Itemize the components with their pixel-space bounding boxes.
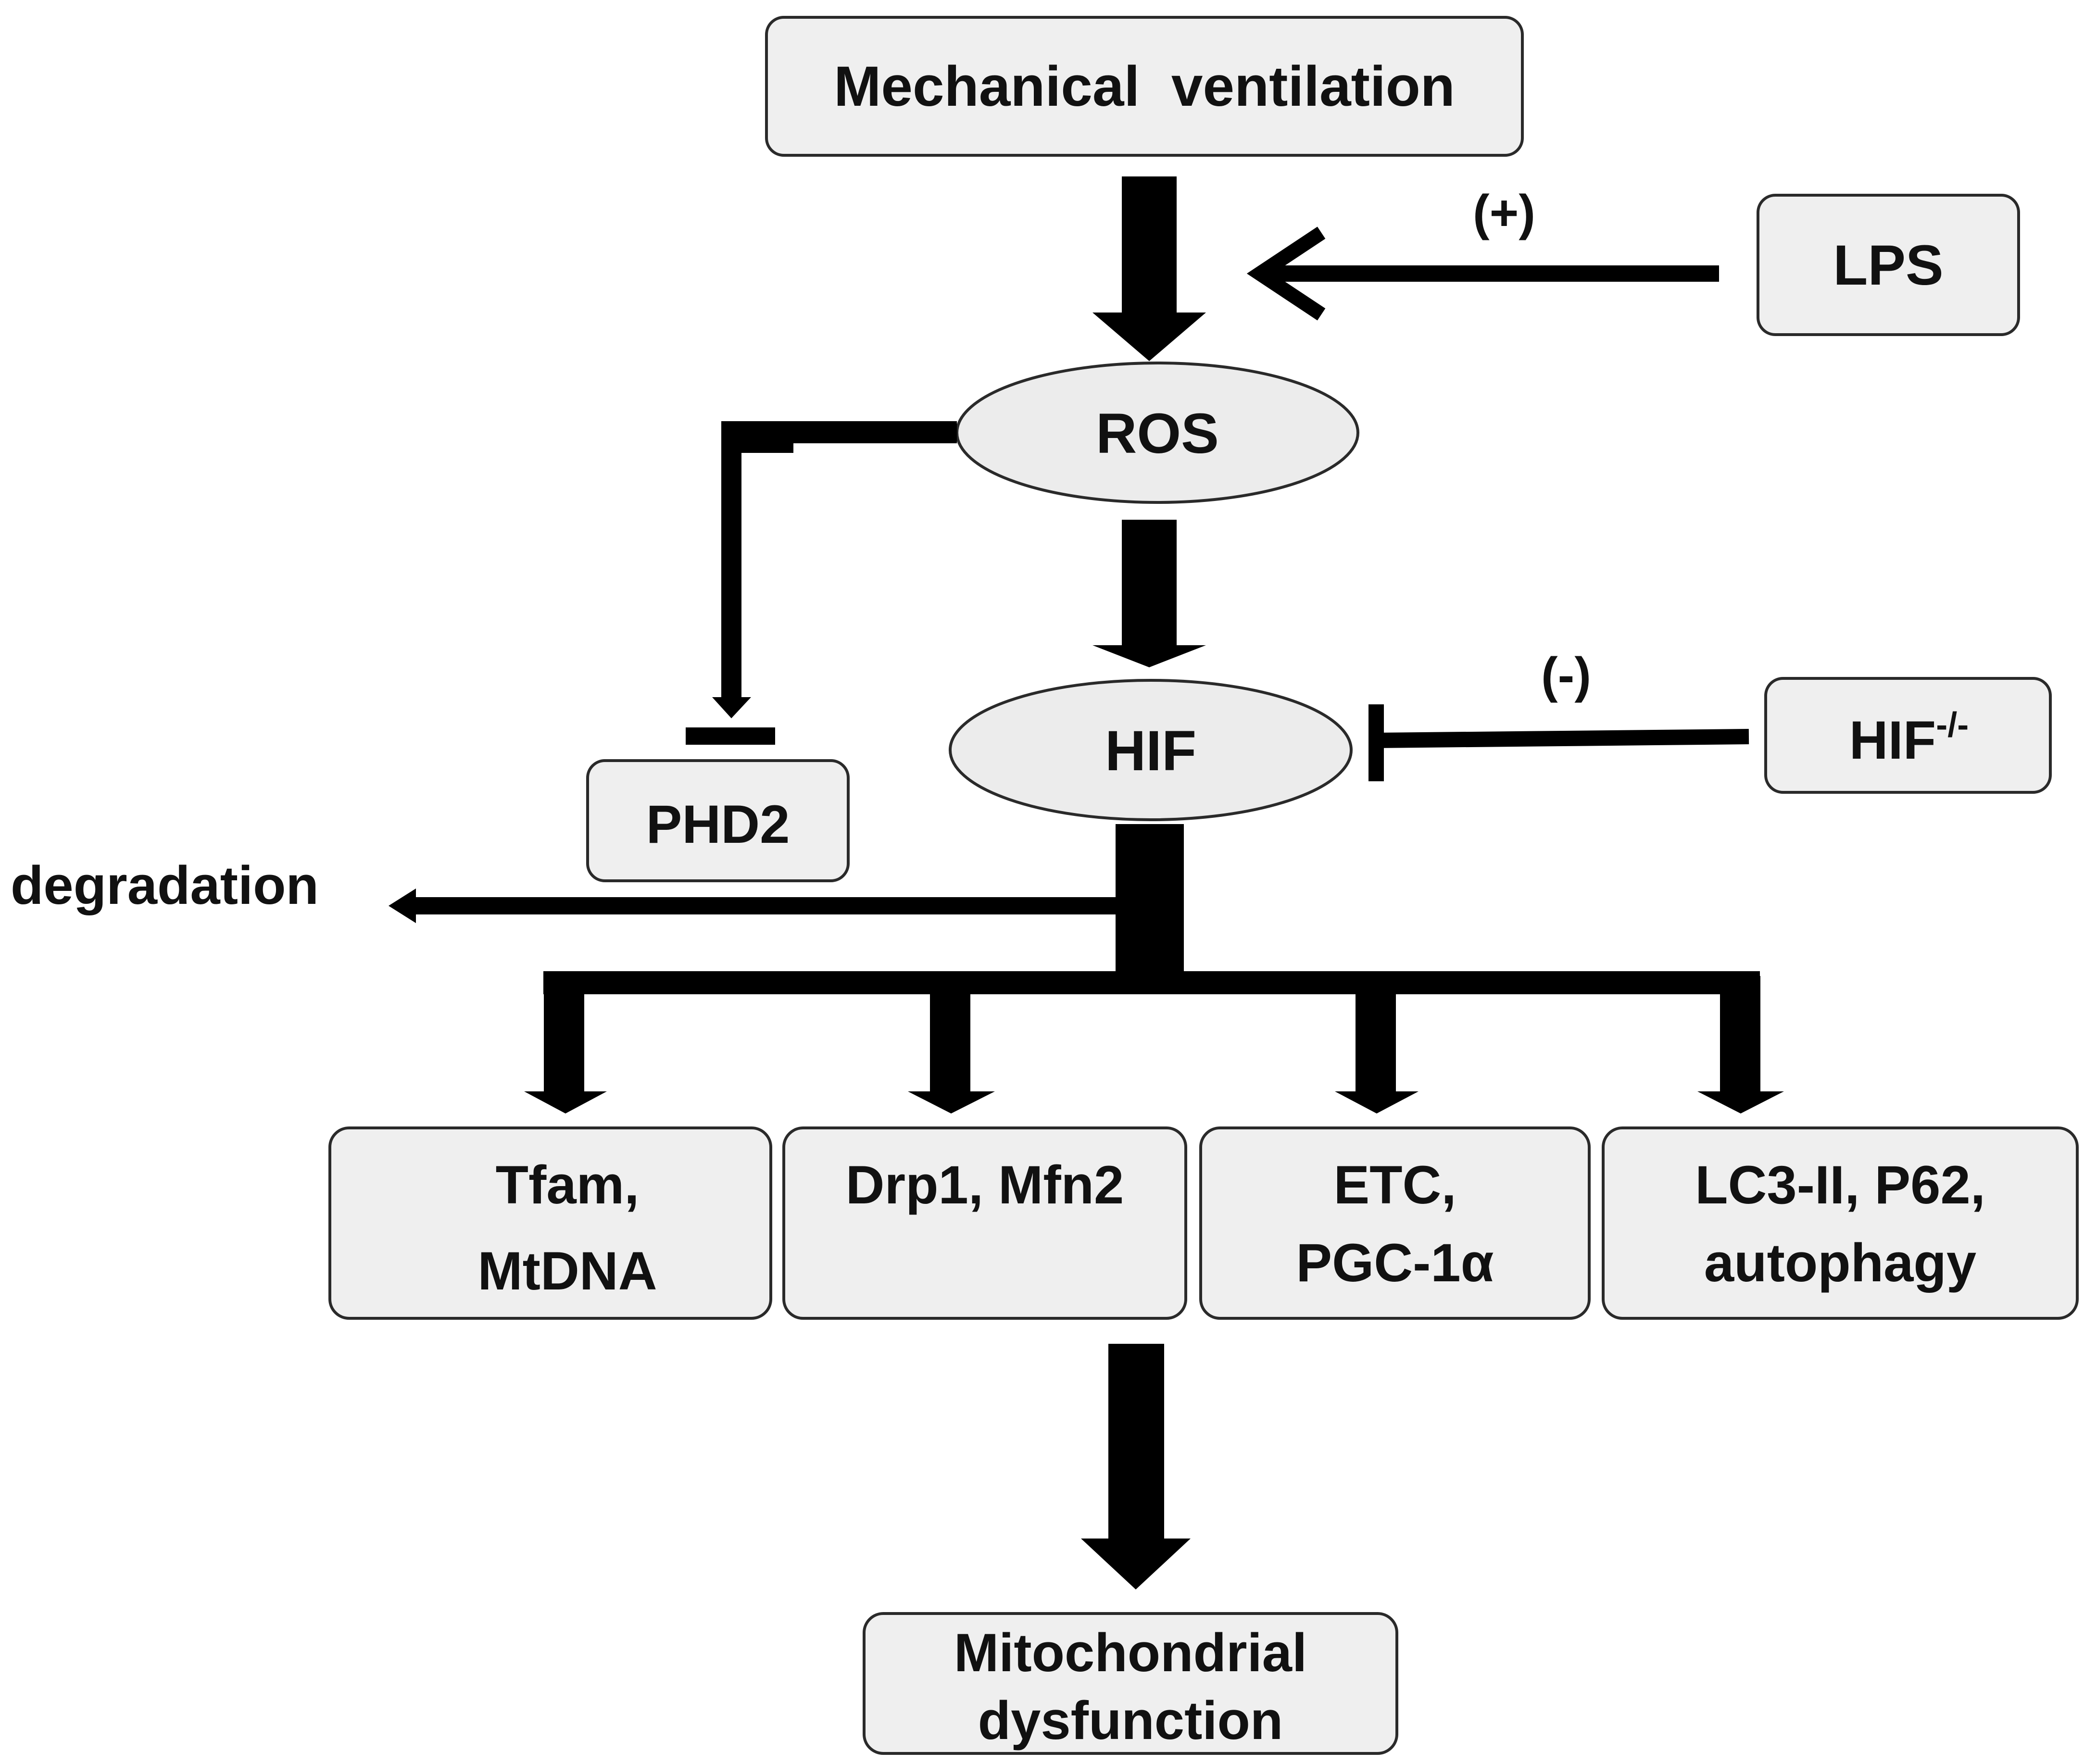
node-ros-label: ROS <box>1096 402 1219 465</box>
node-lc3-line1: LC3-II, P62, <box>1695 1155 1985 1215</box>
node-lps-label: LPS <box>1833 234 1944 297</box>
node-lps: LPS <box>1757 194 2020 336</box>
node-tfam-mtdna: Tfam, MtDNA <box>328 1126 772 1320</box>
hif-trunk <box>1116 824 1184 988</box>
node-etc-pgc1a: ETC, PGC-1α <box>1199 1126 1591 1320</box>
node-phd2-label: PHD2 <box>646 794 790 854</box>
node-drp1-label: Drp1, Mfn2 <box>846 1155 1124 1215</box>
node-mechanical-ventilation: Mechanical ventilation <box>765 16 1524 157</box>
edge-hifko-inhibits-hif: (-) <box>1368 648 1749 781</box>
edge-ros-inhibits-phd2 <box>686 421 957 745</box>
node-hif-knockout-label: HIF-/- <box>1849 706 1969 770</box>
node-hif-label: HIF <box>1105 719 1196 783</box>
node-tfam-line2: MtDNA <box>477 1241 657 1301</box>
node-mechanical-ventilation-label: Mechanical ventilation <box>834 55 1455 118</box>
arrow-ventilation-to-ros <box>1092 176 1206 361</box>
node-drp1-mfn2: Drp1, Mfn2 <box>782 1126 1187 1320</box>
node-etc-line2: PGC-1α <box>1296 1233 1494 1293</box>
arrow-to-mitochondrial-dysfunction <box>1081 1344 1191 1589</box>
node-etc-line1: ETC, <box>1333 1155 1456 1215</box>
node-lc3-autophagy: LC3-II, P62, autophagy <box>1602 1126 2079 1320</box>
arrow-lps-stimulation: (+) <box>1246 185 1719 321</box>
arrow-to-tfam <box>524 976 607 1113</box>
arrow-hif-to-degradation <box>389 888 1120 923</box>
node-phd2: PHD2 <box>586 759 850 882</box>
arrow-to-lc3 <box>1697 976 1784 1113</box>
arrow-to-etc <box>1335 976 1419 1113</box>
arrow-ros-to-hif <box>1092 520 1206 667</box>
node-lc3-line2: autophagy <box>1704 1233 1976 1293</box>
node-mito-line2: dysfunction <box>978 1690 1283 1751</box>
node-ros: ROS <box>955 362 1359 504</box>
degradation-label: degradation <box>11 855 319 915</box>
node-mitochondrial-dysfunction: Mitochondrial dysfunction <box>863 1612 1398 1755</box>
lps-effect-label: (+) <box>1473 185 1535 241</box>
node-mito-line1: Mitochondrial <box>954 1623 1307 1683</box>
hif-distribution-bar <box>543 971 1760 994</box>
hifko-effect-label: (-) <box>1541 648 1591 703</box>
node-hif-knockout: HIF-/- <box>1764 677 2052 794</box>
node-tfam-line1: Tfam, <box>496 1155 640 1215</box>
node-hif: HIF <box>949 679 1353 821</box>
arrow-to-drp1 <box>908 976 995 1113</box>
